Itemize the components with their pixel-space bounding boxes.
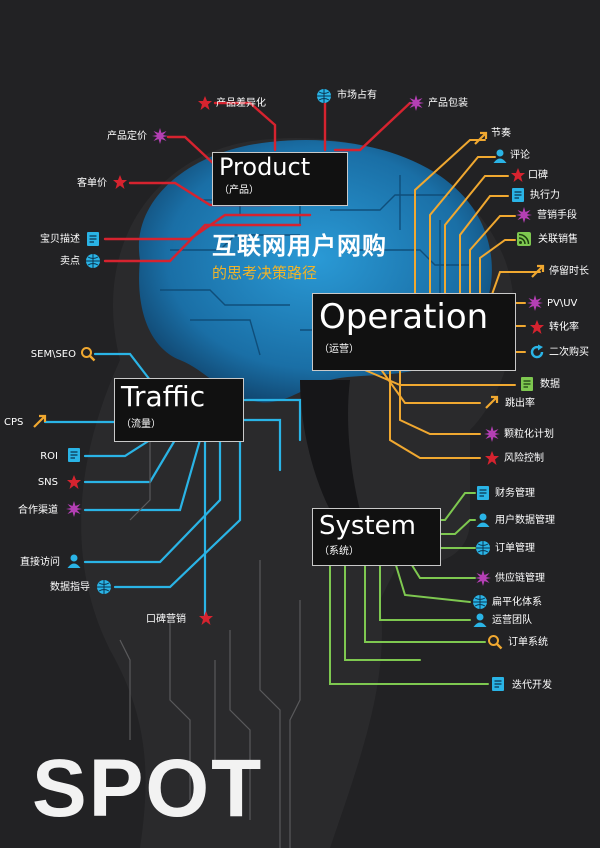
rss-icon	[516, 231, 532, 251]
system-title: System	[319, 511, 416, 541]
product-item-label: 宝贝描述	[40, 234, 80, 245]
globe-icon	[472, 594, 488, 614]
product-title: Product	[219, 153, 311, 181]
burst-icon	[484, 426, 500, 446]
system-subtitle: （系统）	[319, 546, 359, 557]
globe-icon	[96, 579, 112, 599]
refresh-icon	[529, 344, 545, 364]
arrow-icon	[32, 413, 48, 433]
operation-item-label: PV\UV	[547, 298, 578, 309]
product-item-label: 产品定价	[107, 131, 147, 142]
traffic-title: Traffic	[121, 380, 206, 413]
traffic-item-label: 合作渠道	[18, 505, 58, 516]
operation-title: Operation	[319, 297, 489, 337]
system-item-label: 用户数据管理	[495, 515, 555, 526]
arrow-icon	[484, 394, 500, 414]
star-icon	[112, 174, 128, 194]
user-icon	[475, 512, 491, 532]
burst-icon	[516, 207, 532, 227]
doc-icon	[85, 231, 101, 251]
star-icon	[529, 319, 545, 339]
product-subtitle: （产品）	[219, 185, 259, 196]
burst-icon	[152, 128, 168, 148]
operation-item-label: 执行力	[530, 190, 560, 201]
system-item-label: 迭代开发	[512, 680, 552, 691]
star-icon	[197, 95, 213, 115]
traffic-lines	[43, 352, 302, 618]
traffic-item-label: SEM\SEO	[30, 349, 76, 360]
arrow-icon	[530, 263, 546, 283]
operation-item-label: 关联销售	[538, 234, 578, 245]
system-item-label: 订单系统	[508, 637, 548, 648]
doc-icon	[490, 676, 506, 696]
operation-item-label: 颗粒化计划	[504, 429, 554, 440]
operation-item-label: 节奏	[491, 128, 511, 139]
main-title: 互联网用户网购	[212, 232, 387, 260]
operation-item-label: 评论	[510, 150, 530, 161]
product-item-label: 产品包装	[428, 98, 468, 109]
burst-icon	[408, 95, 424, 115]
spot-watermark: SPOT	[32, 743, 264, 834]
brain-stem	[300, 380, 360, 510]
system-lines	[329, 492, 489, 685]
globe-icon	[475, 540, 491, 560]
head-traces	[119, 420, 301, 848]
operation-item-label: 转化率	[549, 322, 579, 333]
product-item-label: 产品差异化	[216, 98, 266, 109]
doc-icon	[66, 447, 82, 467]
system-item-label: 扁平化体系	[492, 597, 542, 608]
doc-icon	[519, 376, 535, 396]
globe-icon	[316, 88, 332, 108]
product-item-label: 卖点	[60, 256, 80, 267]
user-icon	[492, 148, 508, 168]
burst-icon	[527, 295, 543, 315]
traffic-item-label: 直接访问	[20, 557, 60, 568]
traffic-box: Traffic （流量）	[114, 378, 244, 442]
operation-item-label: 停留时长	[549, 266, 589, 277]
star-icon	[198, 610, 214, 630]
user-icon	[472, 612, 488, 632]
operation-subtitle: （运营）	[319, 344, 359, 355]
operation-item-label: 二次购买	[549, 347, 589, 358]
user-icon	[66, 553, 82, 573]
traffic-subtitle: （流量）	[121, 419, 161, 430]
burst-icon	[475, 570, 491, 590]
sub-title: 的思考决策路径	[212, 264, 318, 282]
traffic-item-label: ROI	[40, 451, 58, 462]
arrow-icon	[473, 130, 489, 150]
search-icon	[487, 634, 503, 654]
operation-item-label: 口碑	[528, 170, 548, 181]
operation-item-label: 营销手段	[537, 210, 577, 221]
product-box: Product （产品）	[212, 152, 348, 206]
star-icon	[484, 450, 500, 470]
operation-box: Operation （运营）	[312, 293, 516, 371]
operation-item-label: 跳出率	[505, 398, 535, 409]
search-icon	[80, 346, 96, 366]
globe-icon	[85, 253, 101, 273]
doc-icon	[475, 485, 491, 505]
system-item-label: 供应链管理	[495, 573, 545, 584]
system-box: System （系统）	[312, 508, 441, 566]
system-item-label: 财务管理	[495, 488, 535, 499]
star-icon	[66, 474, 82, 494]
traffic-item-label: 口碑营销	[146, 614, 186, 625]
traffic-item-label: CPS	[4, 417, 24, 428]
burst-icon	[66, 501, 82, 521]
operation-item-label: 风险控制	[504, 453, 544, 464]
star-icon	[510, 167, 526, 187]
system-item-label: 运营团队	[492, 615, 532, 626]
traffic-item-label: SNS	[37, 477, 58, 488]
operation-item-label: 数据	[540, 379, 560, 390]
product-item-label: 市场占有	[337, 90, 377, 101]
doc-icon	[510, 187, 526, 207]
system-item-label: 订单管理	[495, 543, 535, 554]
traffic-item-label: 数据指导	[50, 582, 90, 593]
product-item-label: 客单价	[77, 178, 107, 189]
